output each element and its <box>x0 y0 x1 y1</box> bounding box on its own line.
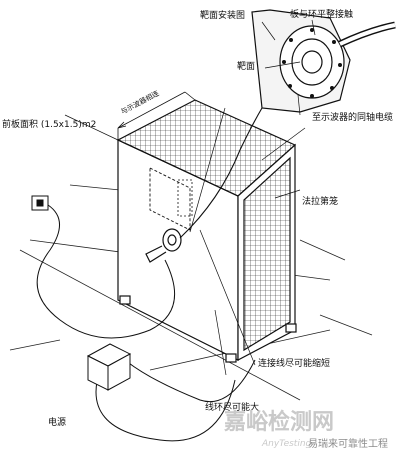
watermark-brand: 嘉峪检测网 <box>224 410 335 435</box>
target-detail-inset <box>251 9 396 113</box>
label-front-area: 前板面积 (1.5x1.5)m2 <box>2 120 97 130</box>
watermark-account: 易瑞来可靠性工程 <box>308 439 388 450</box>
label-power-supply: 电源 <box>48 418 67 428</box>
label-coax-cable: 至示波器的同轴电缆 <box>312 113 394 123</box>
label-target-install-diagram: 靶面安装图 <box>200 11 246 21</box>
coax-cable <box>179 107 263 239</box>
cabinet <box>116 99 297 363</box>
label-loop-large: 线环尽可能大 <box>205 403 260 413</box>
label-faraday-cage: 法拉第笼 <box>302 197 339 207</box>
power-wiring <box>31 195 256 442</box>
label-connection-short: 连接线尽可能缩短 <box>258 359 331 369</box>
cabinet-side-mesh <box>243 156 291 352</box>
watermark-brand-en: AnyTesting <box>262 439 312 449</box>
label-target-surface: 靶面 <box>237 62 256 72</box>
leader-lines <box>64 19 316 376</box>
label-plate-ring-contact: 板与环平整接触 <box>290 10 354 20</box>
